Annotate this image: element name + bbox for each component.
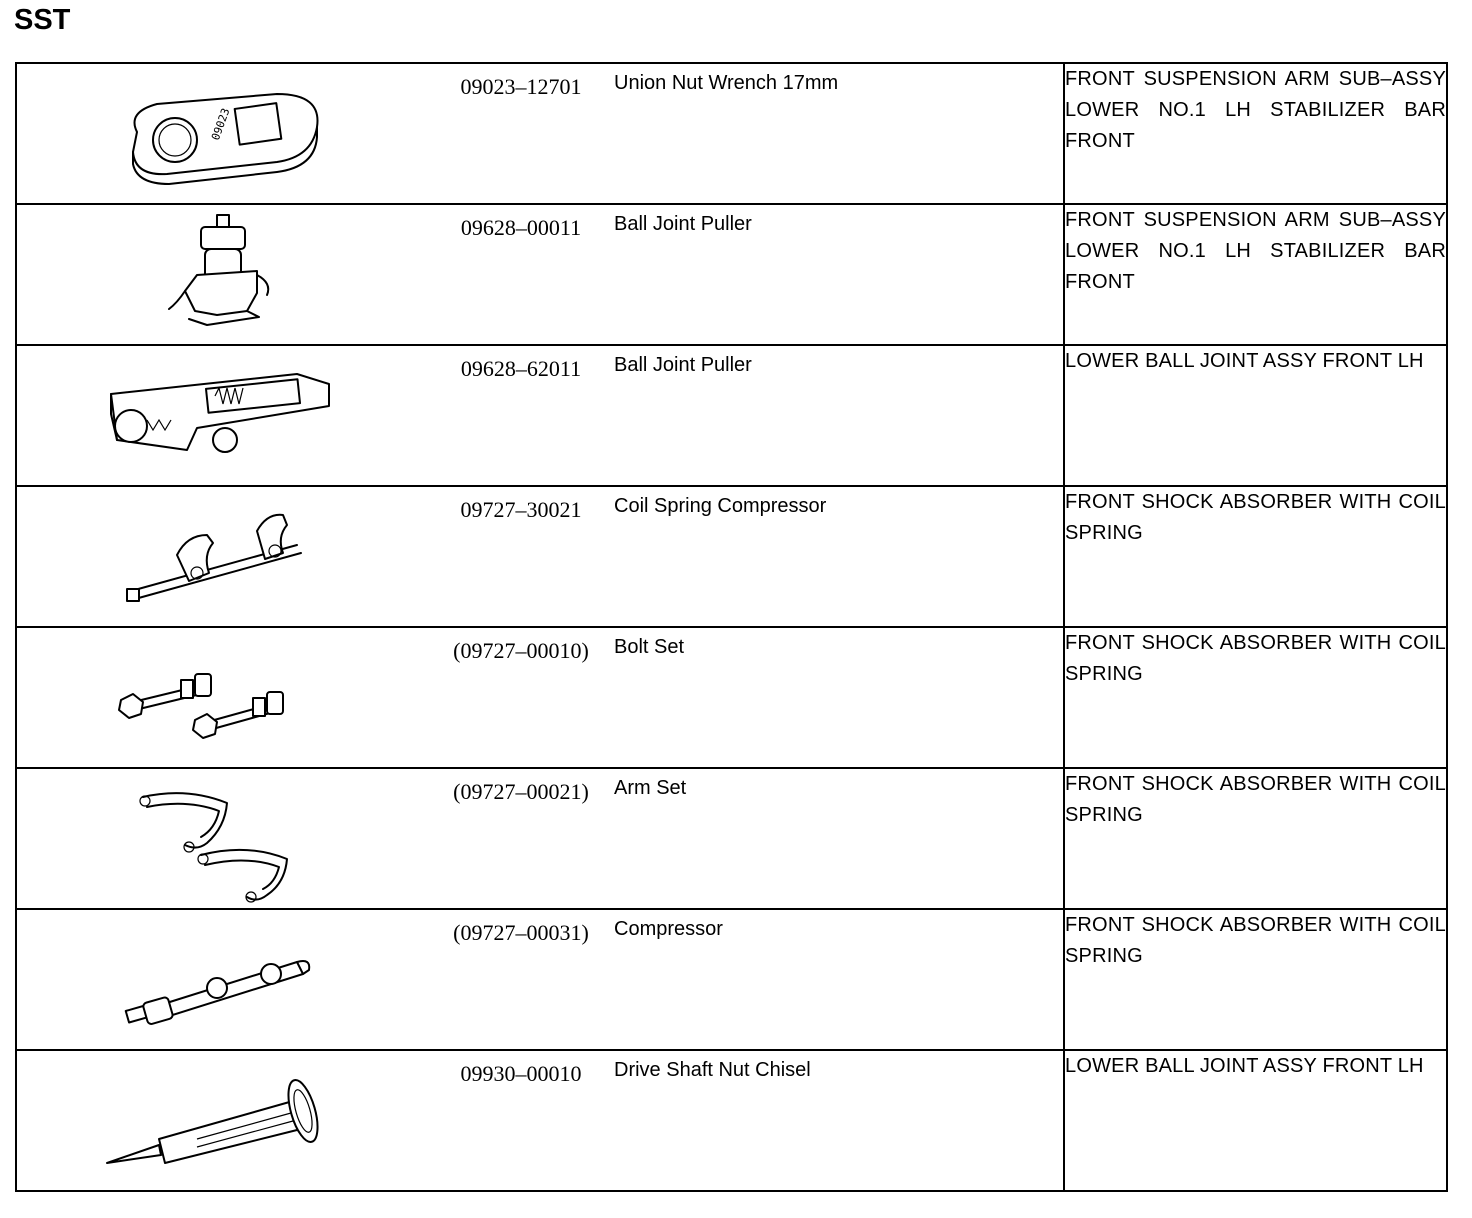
usage-text: FRONT SHOCK ABSORBER WITH COIL SPRING: [1063, 908, 1448, 1051]
part-number: 09727–30021: [460, 497, 582, 522]
compressor-icon: [124, 960, 311, 1025]
part-number: 09930–00010: [460, 1061, 582, 1086]
usage-text: LOWER BALL JOINT ASSY FRONT LH: [1063, 1049, 1448, 1192]
table-row: 09628–62011 Ball Joint Puller LOWER BALL…: [15, 344, 1448, 487]
page-title: SST: [14, 4, 71, 36]
table-row: 09023 09023–12701 Union Nut Wrench 17mm …: [15, 62, 1448, 205]
usage-text: FRONT SHOCK ABSORBER WITH COIL SPRING: [1063, 767, 1448, 910]
table-row: (09727–00010) Bolt Set FRONT SHOCK ABSOR…: [15, 626, 1448, 769]
tool-name: Coil Spring Compressor: [614, 495, 827, 517]
usage-text: LOWER BALL JOINT ASSY FRONT LH: [1063, 344, 1448, 487]
tool-name: Drive Shaft Nut Chisel: [614, 1059, 811, 1081]
table-row: 09628–00011 Ball Joint Puller FRONT SUSP…: [15, 203, 1448, 346]
part-number: (09727–00031): [453, 920, 589, 945]
table-row: 09930–00010 Drive Shaft Nut Chisel LOWER…: [15, 1049, 1448, 1192]
table-row: (09727–00021) Arm Set FRONT SHOCK ABSORB…: [15, 767, 1448, 910]
sst-table: 09023 09023–12701 Union Nut Wrench 17mm …: [15, 62, 1448, 1192]
usage-text: FRONT SUSPENSION ARM SUB–ASSY LOWER NO.1…: [1063, 62, 1448, 205]
ball-joint-puller-clamp-icon: [110, 373, 330, 453]
table-row: 09727–30021 Coil Spring Compressor FRONT…: [15, 485, 1448, 628]
tool-name: Ball Joint Puller: [614, 354, 752, 376]
usage-text: FRONT SHOCK ABSORBER WITH COIL SPRING: [1063, 485, 1448, 628]
tool-name: Compressor: [614, 918, 723, 940]
part-number: 09628–62011: [460, 356, 582, 381]
usage-text: FRONT SHOCK ABSORBER WITH COIL SPRING: [1063, 626, 1448, 769]
tool-name: Bolt Set: [614, 636, 685, 658]
part-number: 09023–12701: [460, 74, 582, 99]
coil-spring-compressor-icon: [126, 513, 302, 602]
drive-shaft-nut-chisel-icon: [106, 1079, 319, 1164]
usage-text: FRONT SUSPENSION ARM SUB–ASSY LOWER NO.1…: [1063, 203, 1448, 346]
tool-name: Arm Set: [614, 777, 687, 799]
tool-name: Ball Joint Puller: [614, 213, 752, 235]
arm-set-icon: [139, 792, 288, 903]
tool-name: Union Nut Wrench 17mm: [614, 72, 839, 94]
union-nut-wrench-icon: 09023: [132, 93, 319, 185]
part-number: (09727–00021): [453, 779, 589, 804]
bolt-set-icon: [118, 673, 284, 739]
part-number: (09727–00010): [453, 638, 589, 663]
ball-joint-puller-icon: [168, 214, 270, 326]
part-number: 09628–00011: [460, 215, 582, 240]
table-row: (09727–00031) Compressor FRONT SHOCK ABS…: [15, 908, 1448, 1051]
